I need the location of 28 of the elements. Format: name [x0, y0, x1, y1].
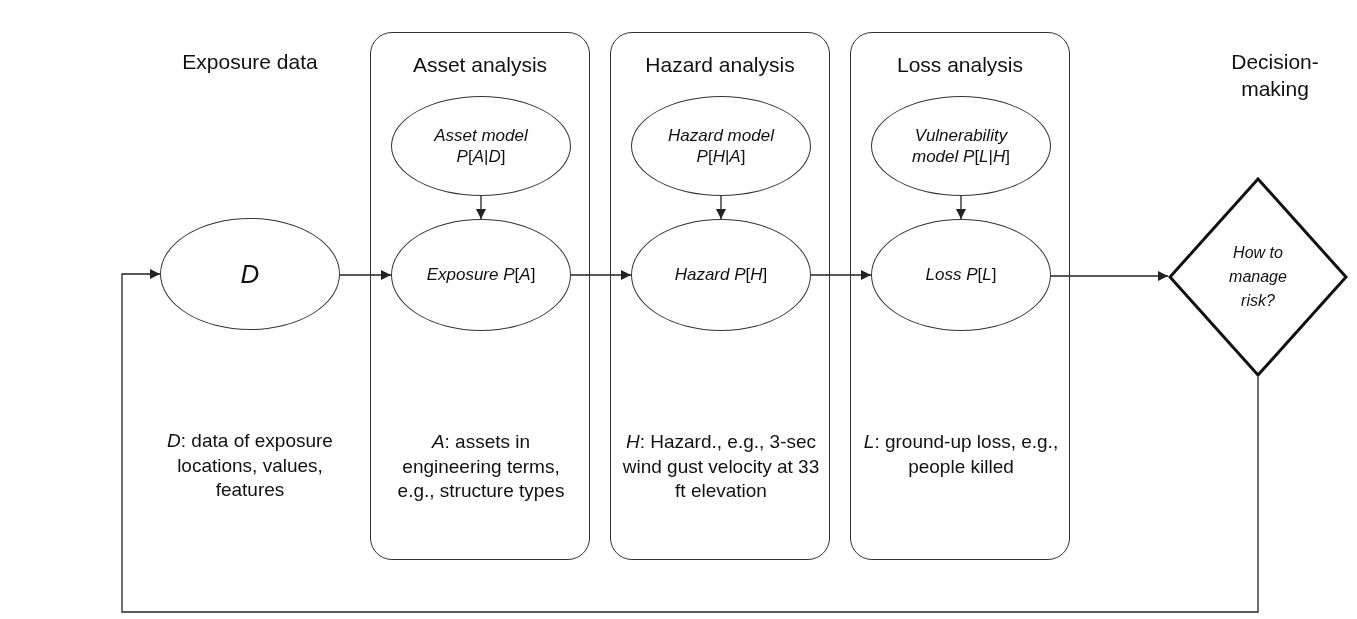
ellipse-node: Vulnerability model P[L|H] [871, 96, 1051, 196]
arrow [810, 270, 872, 280]
arrow [476, 195, 486, 220]
arrow [716, 195, 726, 220]
ellipse-node: D [160, 218, 340, 330]
analysis-panel [850, 32, 1070, 560]
description-text: L: ground-up loss, e.g., people killed [862, 430, 1060, 479]
description-text: A: assets in engineering terms, e.g., structure types [396, 430, 566, 504]
ellipse-node: Hazard model P[H|A] [631, 96, 811, 196]
arrow [570, 270, 632, 280]
ellipse-node: Exposure P[A] [391, 219, 571, 331]
description-text: D: data of exposure locations, values, features [166, 429, 334, 503]
ellipse-node: Hazard P[H] [631, 219, 811, 331]
arrow [956, 195, 966, 220]
panel-heading: Loss analysis [895, 52, 1025, 78]
analysis-panel [370, 32, 590, 560]
column-heading: Exposure data [181, 49, 319, 75]
arrow [121, 269, 1259, 613]
description-text: H: Hazard., e.g., 3-sec wind gust velocity at 33 ft elevation [621, 430, 821, 504]
arrow [339, 270, 392, 280]
analysis-panel [610, 32, 830, 560]
arrow [1050, 271, 1169, 281]
ellipse-node: Asset model P[A|D] [391, 96, 571, 196]
ellipse-node: Loss P[L] [871, 219, 1051, 331]
decision-diamond: How to manage risk? [1168, 177, 1348, 377]
panel-heading: Asset analysis [411, 52, 549, 78]
column-heading: Decision-making [1230, 49, 1320, 103]
panel-heading: Hazard analysis [644, 52, 796, 78]
